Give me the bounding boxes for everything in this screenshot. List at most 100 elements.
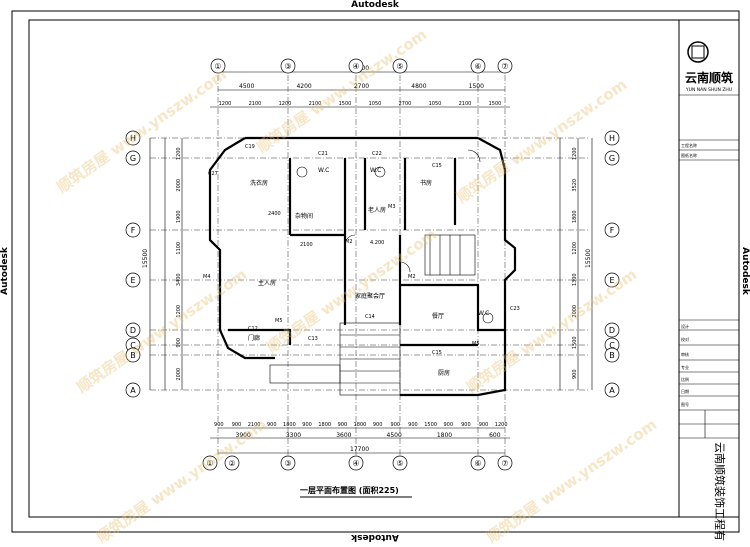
dim-bottom-secondary: 900 (443, 422, 453, 428)
dim-top-secondary: 1500 (339, 101, 352, 107)
title-block-date: 日期 (681, 388, 689, 394)
dim-bottom-secondary: 1800 (318, 422, 331, 428)
title-block-drawing: 图纸名称 (681, 152, 697, 158)
dim-top-primary: 1500 (469, 83, 484, 90)
axis-label-left-circle (125, 130, 141, 146)
dim-top-secondary: 2700 (399, 101, 412, 107)
axis-label-top-circle (348, 58, 364, 74)
dim-bottom-secondary: 1800 (283, 422, 296, 428)
height-dim-right: 15500 (585, 249, 592, 268)
label-c21: C21 (318, 151, 328, 157)
dim-bottom-secondary: 900 (391, 422, 401, 428)
room-dining: 餐厅 (432, 312, 444, 320)
dim-bottom-secondary: 900 (232, 422, 242, 428)
axis-label-bottom: ③ (284, 459, 291, 468)
label-dim2400: 2400 (268, 211, 281, 217)
room-master: 主人房 (258, 279, 276, 287)
axis-label-bottom: ① (206, 459, 213, 468)
axis-label-bottom: ④ (352, 459, 359, 468)
axis-label-left-circle (125, 272, 141, 288)
label-m2a: M2 (345, 239, 353, 245)
dim-right: 1200 (572, 147, 578, 160)
axis-label-left: F (131, 226, 136, 235)
dim-bottom-secondary: 1500 (424, 422, 437, 428)
dim-left: 1200 (176, 305, 182, 318)
axis-label-top: ⑤ (396, 62, 403, 71)
title-block-company: 云南顺筑装饰工程有限公司 (713, 442, 727, 542)
dim-left: 3400 (176, 273, 182, 286)
dim-right: 3520 (572, 179, 578, 192)
dim-right: 1300 (572, 273, 578, 286)
dim-bottom-secondary: 900 (373, 422, 383, 428)
axis-label-top: ⑥ (474, 62, 481, 71)
dim-left: 900 (176, 338, 182, 348)
axis-label-top: ③ (284, 62, 291, 71)
dim-left: 2000 (176, 179, 182, 192)
axis-label-right: E (609, 276, 614, 285)
dim-left: 1100 (176, 242, 182, 255)
axis-label-bottom-circle (224, 455, 240, 471)
label-c22: C22 (372, 151, 382, 157)
dim-top-secondary: 1050 (429, 101, 442, 107)
axis-label-top-circle (210, 58, 226, 74)
dim-right: 1800 (572, 210, 578, 223)
axis-label-top: ⑦ (501, 62, 508, 71)
room-study: 书房 (420, 179, 432, 187)
axis-label-left-circle (125, 222, 141, 238)
label-dim4200: 4.200 (370, 240, 384, 246)
title-block-review: 审核 (681, 351, 689, 357)
title-block-no: 图号 (681, 401, 689, 407)
dim-left: 1900 (176, 210, 182, 223)
axis-label-right: G (609, 154, 615, 163)
dim-top-secondary: 2100 (459, 101, 472, 107)
dim-right: 1500 (572, 336, 578, 349)
axis-label-right-circle (604, 322, 620, 338)
axis-label-bottom-circle (280, 455, 296, 471)
axis-label-right-circle (604, 347, 620, 363)
label-c19: C19 (245, 144, 255, 150)
dim-right: 900 (572, 369, 578, 379)
axis-label-left-circle (125, 150, 141, 166)
axis-label-right: A (609, 386, 615, 395)
axis-label-right: F (610, 226, 615, 235)
axis-label-left: H (130, 134, 136, 143)
axis-label-right: H (609, 134, 615, 143)
label-m3: M3 (388, 204, 396, 210)
dim-top-secondary: 1200 (219, 101, 232, 107)
dim-bottom-secondary: 900 (461, 422, 471, 428)
axis-label-bottom-circle (470, 455, 486, 471)
axis-label-left-circle (125, 322, 141, 338)
title-block (679, 41, 739, 439)
label-m5b: M5 (472, 341, 480, 347)
axis-label-bottom: ② (228, 459, 235, 468)
dim-bottom-primary: 3300 (286, 432, 301, 439)
axis-label-top-circle (280, 58, 296, 74)
dim-bottom-secondary: 900 (408, 422, 418, 428)
label-c15b: C15 (432, 350, 442, 356)
label-c27: C27 (208, 171, 218, 177)
title-block-project: 工程名称 (681, 142, 697, 148)
axis-label-top-circle (470, 58, 486, 74)
axis-label-right-circle (604, 150, 620, 166)
dim-bottom-secondary: 900 (479, 422, 489, 428)
label-m5a: M5 (275, 318, 283, 324)
label-c13: C13 (308, 336, 318, 342)
dim-right: 1200 (572, 242, 578, 255)
axis-label-bottom-circle (497, 455, 513, 471)
axis-label-right: D (609, 326, 615, 335)
title-block-major: 专业 (681, 364, 689, 370)
height-dim-left: 15500 (142, 249, 149, 268)
dim-top-secondary: 2100 (309, 101, 322, 107)
axis-label-left: C (130, 341, 136, 350)
dim-left: 1200 (176, 147, 182, 160)
dim-bottom-secondary: 900 (338, 422, 348, 428)
label-c14: C14 (365, 314, 375, 320)
dim-top-primary: 2700 (354, 83, 369, 90)
axis-label-left-circle (125, 347, 141, 363)
label-c12: C12 (248, 326, 258, 332)
axis-label-top: ④ (352, 62, 359, 71)
label-m2b: M2 (408, 274, 416, 280)
room-wc2: W.C (370, 167, 381, 174)
dim-top-primary: 4500 (239, 83, 254, 90)
axis-label-right: B (609, 351, 615, 360)
